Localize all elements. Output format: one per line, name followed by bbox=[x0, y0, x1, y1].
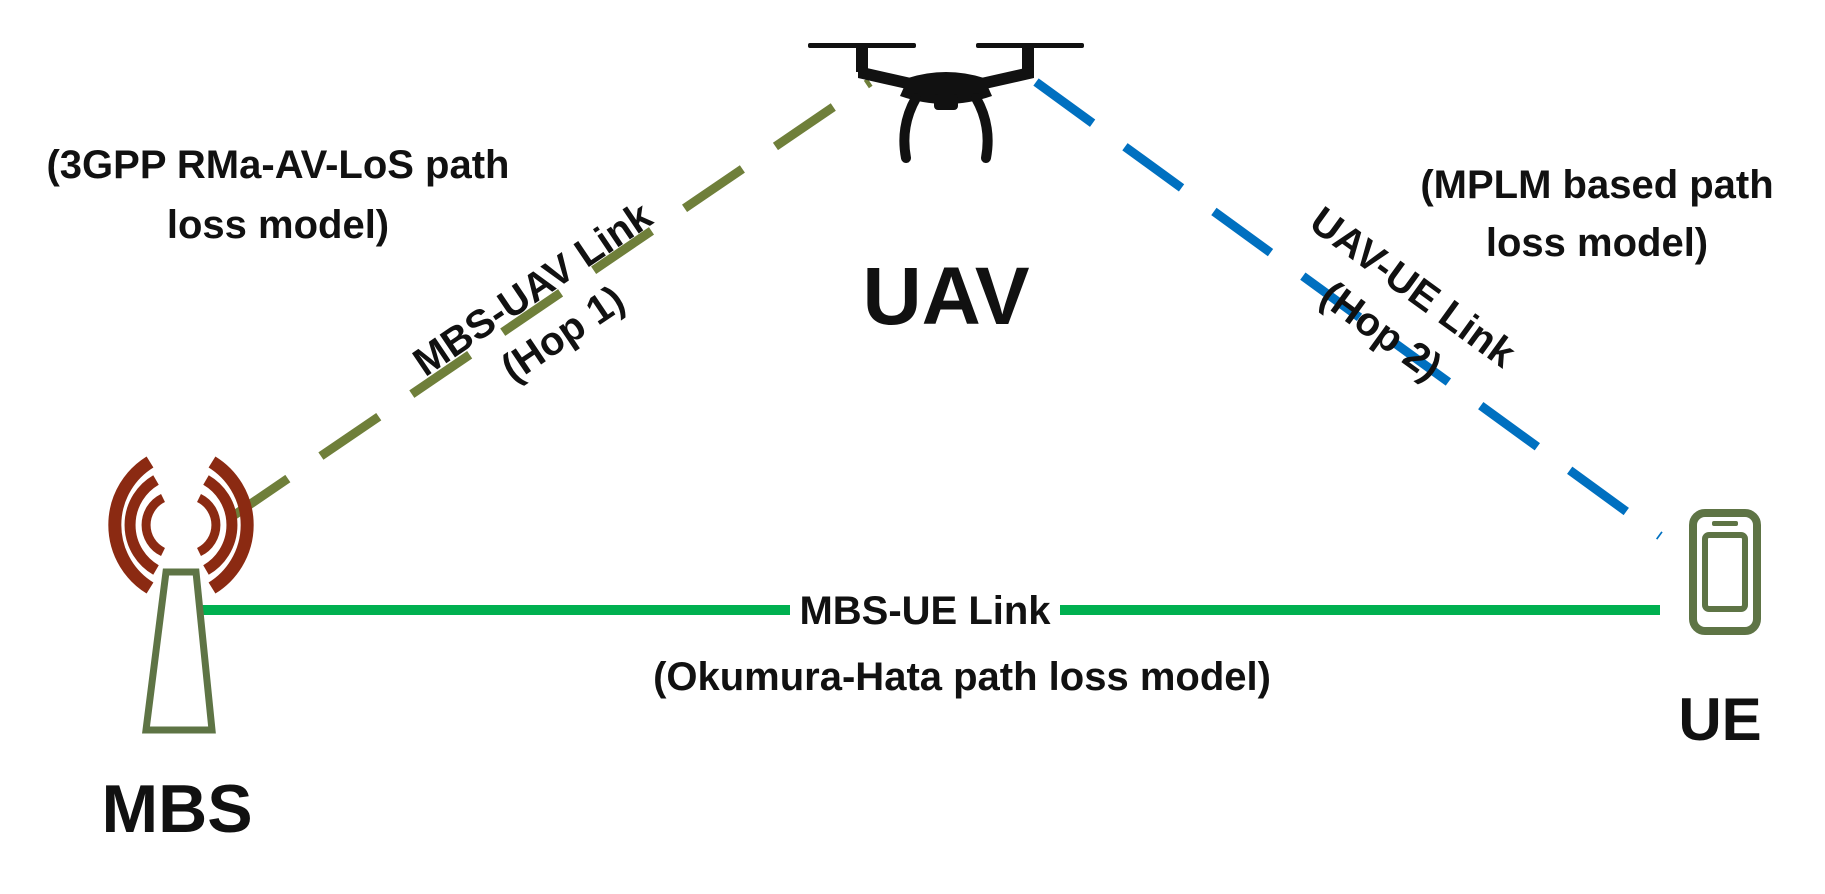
smartphone-icon bbox=[1689, 509, 1761, 635]
uav-label: UAV bbox=[862, 251, 1029, 342]
uav-ue-model-line2: loss model) bbox=[1486, 221, 1708, 265]
uav-ue-model-line1: (MPLM based path bbox=[1420, 163, 1773, 207]
mbs-uav-link-line bbox=[227, 78, 873, 522]
mbs-uav-model-line2: loss model) bbox=[167, 203, 389, 247]
mbs-label: MBS bbox=[101, 771, 252, 847]
mbs-ue-link-label: MBS-UE Link bbox=[799, 589, 1051, 633]
mbs-uav-model-line1: (3GPP RMa-AV-LoS path bbox=[46, 143, 509, 187]
mbs-ue-model-label: (Okumura-Hata path loss model) bbox=[653, 655, 1271, 699]
ue-label: UE bbox=[1678, 686, 1761, 753]
drone-icon bbox=[808, 43, 1084, 163]
uav-ue-link-line bbox=[1033, 78, 1663, 540]
cell-tower-icon bbox=[108, 456, 254, 734]
